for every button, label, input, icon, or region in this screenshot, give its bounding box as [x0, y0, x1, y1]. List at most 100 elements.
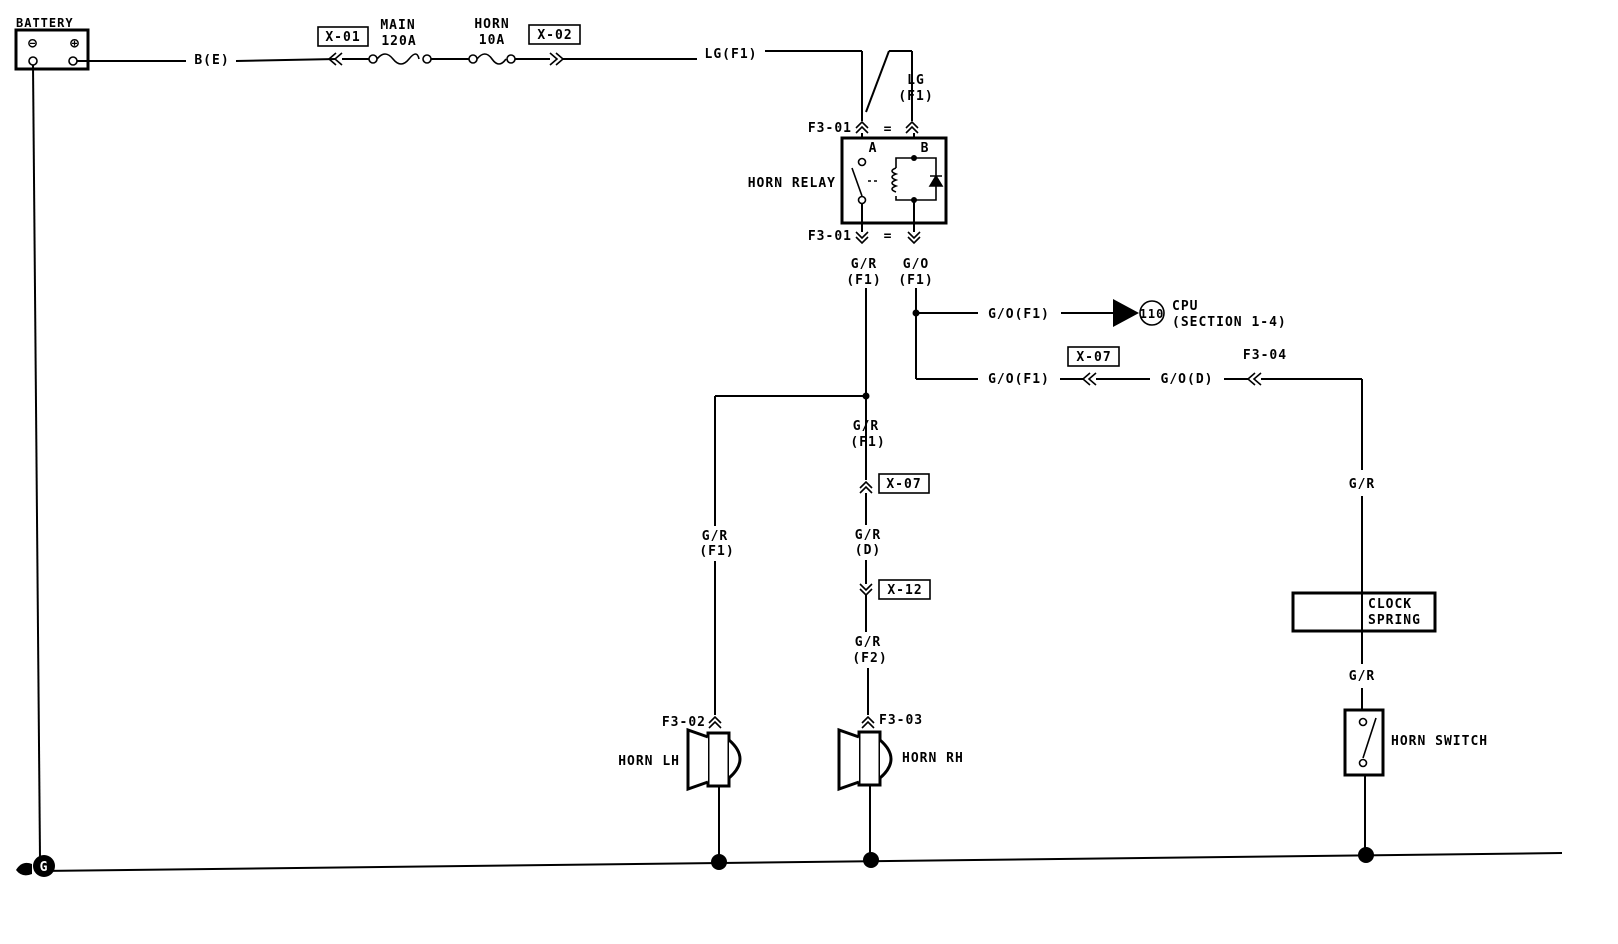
wire-label-go-d: G/O(D): [1161, 372, 1214, 387]
clock-spring-label-2: SPRING: [1368, 613, 1421, 628]
wire-label-gr-lh: G/R: [702, 529, 728, 544]
relay-switch-icon: [851, 167, 863, 197]
main-fuse-terminal: [368, 54, 378, 64]
battery-label: BATTERY: [16, 16, 74, 30]
wire-label-gr-relay: G/R: [851, 257, 877, 272]
ground-wire: [32, 64, 41, 859]
cpu-circle: [1139, 300, 1165, 326]
ground-label: G: [40, 860, 49, 875]
cpu-arrow-icon: [1113, 299, 1139, 327]
connector-x12-box: [878, 579, 931, 600]
connector-f3-01-top-icon-b: [905, 120, 919, 134]
main-fuse-rating: 120A: [381, 34, 416, 49]
horn-lh-body: [706, 731, 731, 788]
horn-fuse-terminal: [468, 54, 478, 64]
main-fuse-icon: [376, 53, 420, 65]
wire-label-go-f1-cpu: G/O(F1): [988, 307, 1050, 322]
horn-lh-bell-icon: [686, 727, 709, 792]
wire-label-gr-f2-sub: (F2): [852, 651, 887, 666]
relay-pin-b: B: [921, 141, 930, 156]
wire-b-e-2: [235, 58, 337, 62]
horn-switch-contact-top: [1358, 717, 1368, 727]
wire-label-gr-d: G/R: [855, 528, 881, 543]
cpu-number: 110: [1140, 307, 1165, 321]
connector-f3-04-icon: [1246, 372, 1262, 386]
wire-label-gr-switch-bottom: G/R: [1349, 669, 1375, 684]
wire-label-lg-f1-sub: (F1): [898, 89, 933, 104]
main-fuse-label: MAIN: [380, 18, 415, 33]
connector-f3-01-bottom-icon-b: [907, 231, 921, 245]
wire-label-go-relay: G/O: [903, 257, 929, 272]
cpu-label: CPU: [1172, 299, 1198, 314]
ground-node-horn-switch: [1358, 847, 1374, 863]
connector-x01-box: [317, 26, 369, 47]
ground-node-horn-rh: [863, 852, 879, 868]
main-fuse-terminal-2: [422, 54, 432, 64]
connector-x07-horn-icon: [859, 480, 873, 494]
wire-label-gr-switch-top: G/R: [1349, 477, 1375, 492]
ground-node-horn-lh: [711, 854, 727, 870]
horn-rh-label: HORN RH: [902, 751, 964, 766]
battery-plus-icon: ⊕: [70, 34, 80, 52]
connector-f3-03-icon: [861, 715, 875, 729]
connector-x07-cpu-box: [1067, 346, 1120, 367]
wire-label-b-e: B(E): [194, 53, 229, 68]
connector-f3-04-label: F3-04: [1243, 348, 1287, 363]
connector-x07-cpu-icon: [1081, 372, 1097, 386]
horn-relay-label: HORN RELAY: [748, 176, 836, 191]
connector-f3-01-top-equals: =: [884, 122, 893, 137]
relay-pin-a: A: [869, 141, 878, 156]
wire-label-gr-d-sub: (D): [855, 543, 881, 558]
connector-x01-icon: [327, 52, 343, 66]
ground-icon-tab: [16, 862, 32, 876]
horn-fuse-terminal-2: [506, 54, 516, 64]
wire-lg-branch: [865, 50, 890, 113]
wire-label-gr-f2: G/R: [855, 635, 881, 650]
horn-rh-bell-icon: [837, 727, 860, 792]
horn-switch: [1343, 708, 1385, 777]
ground-icon: [33, 855, 55, 877]
wire-label-gr-lh-sub: (F1): [699, 544, 734, 559]
connector-x02-icon: [549, 52, 565, 66]
connector-f3-02-icon: [708, 715, 722, 729]
connector-f3-01-bottom-equals: =: [884, 229, 893, 244]
cpu-section: (SECTION 1-4): [1172, 315, 1287, 330]
wire-label-gr-trunk-sub: (F1): [850, 435, 885, 450]
horn-rh-diaphragm-icon: [878, 738, 893, 780]
connector-f3-01-top-label: F3-01: [808, 121, 852, 136]
relay-contact-top: [857, 157, 867, 167]
clock-spring: [1291, 591, 1437, 633]
wire-label-go-relay-sub: (F1): [898, 273, 933, 288]
battery-minus-icon: ⊖: [28, 34, 38, 52]
horn-switch-contact-bottom: [1358, 758, 1368, 768]
relay-diode-icon: [928, 174, 944, 187]
connector-f3-01-bottom-label: F3-01: [808, 229, 852, 244]
battery: [14, 28, 90, 71]
connector-f3-01-top-icon-a: [855, 120, 869, 134]
horn-fuse-icon: [476, 53, 507, 65]
wire-label-lg-f1: LG(F1): [705, 47, 758, 62]
wire-label-gr-relay-sub: (F1): [846, 273, 881, 288]
connector-f3-01-bottom-icon-a: [855, 231, 869, 245]
connector-f3-02-label: F3-02: [662, 715, 706, 730]
horn-rh-body: [857, 730, 882, 787]
wire-label-gr-trunk: G/R: [853, 419, 879, 434]
horn-switch-label: HORN SWITCH: [1391, 734, 1488, 749]
relay-contact-bottom: [857, 195, 867, 205]
horn-switch-icon: [1362, 717, 1377, 759]
connector-x01-label: X-01: [325, 30, 360, 45]
connector-x02-label: X-02: [537, 28, 572, 43]
clock-spring-label-1: CLOCK: [1368, 597, 1412, 612]
ground-bus: [39, 852, 1563, 872]
connector-x12-icon: [859, 583, 873, 597]
wire-label-lg: LG: [907, 73, 925, 88]
wire-label-go-f1-switch: G/O(F1): [988, 372, 1050, 387]
connector-x07-horn-box: [878, 473, 930, 494]
horn-lh-diaphragm-icon: [727, 738, 742, 780]
connector-x07-cpu-label: X-07: [1076, 350, 1111, 365]
horn-lh-label: HORN LH: [618, 754, 680, 769]
connector-x02-box: [528, 24, 581, 45]
horn-fuse-rating: 10A: [479, 33, 505, 48]
horn-fuse-label: HORN: [474, 17, 509, 32]
